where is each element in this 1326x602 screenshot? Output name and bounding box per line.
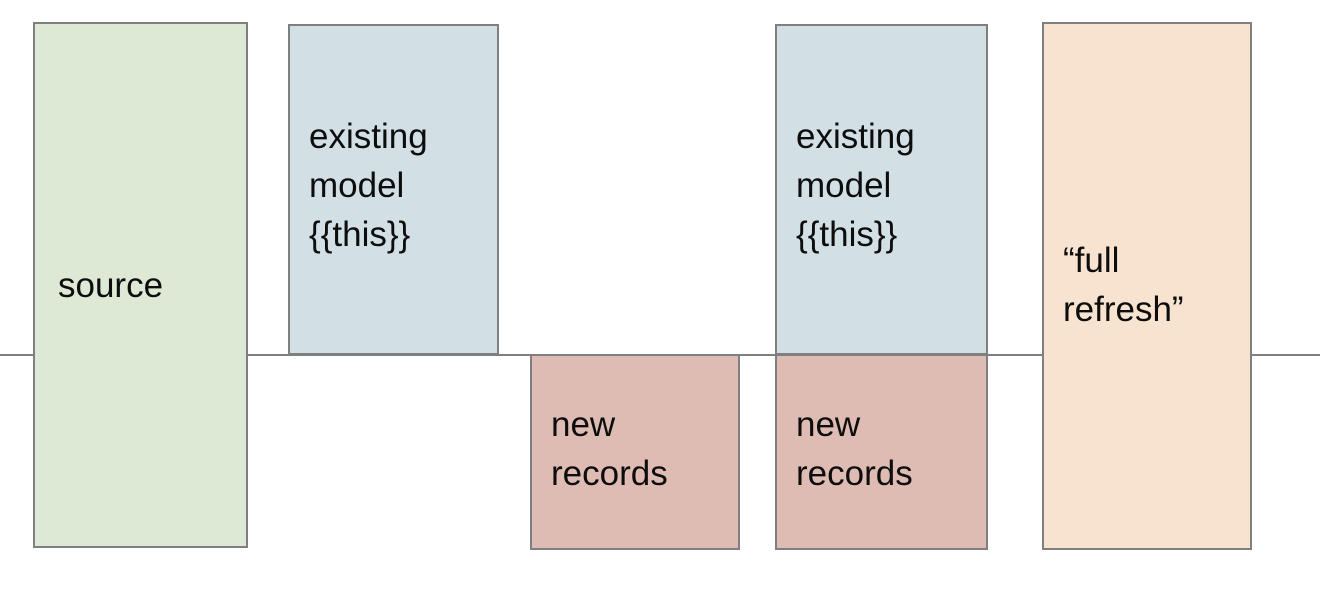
box-existing-model-1-label: existing model {{this}} (309, 117, 428, 254)
box-source[interactable]: source (33, 22, 248, 548)
box-existing-model-1[interactable]: existing model {{this}} (288, 24, 499, 355)
box-existing-model-2-label: existing model {{this}} (796, 117, 915, 254)
box-source-label: source (58, 265, 164, 305)
box-new-records-2-label: new records (796, 405, 913, 493)
box-full-refresh[interactable]: “full refresh” (1042, 22, 1252, 550)
box-full-refresh-label: “full refresh” (1063, 241, 1184, 329)
box-existing-model-2[interactable]: existing model {{this}} (775, 24, 988, 355)
box-new-records-1-label: new records (551, 405, 668, 493)
box-new-records-1[interactable]: new records (530, 354, 740, 550)
box-new-records-2[interactable]: new records (775, 354, 988, 550)
